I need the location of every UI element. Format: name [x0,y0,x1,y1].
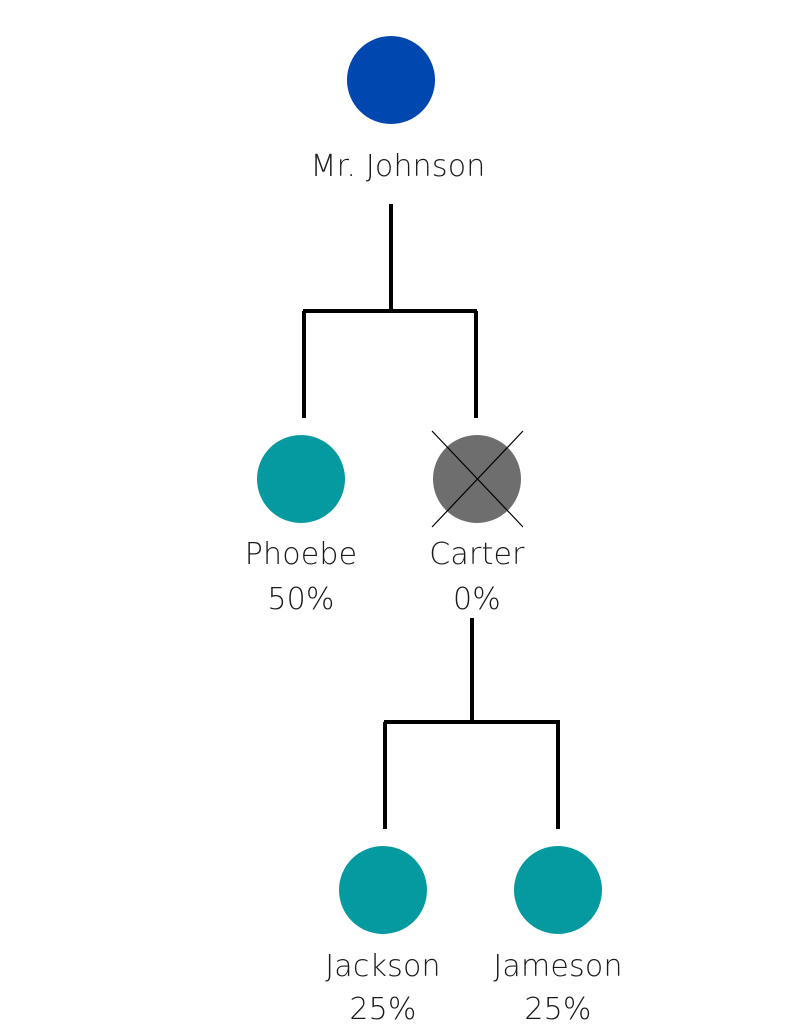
jackson-node [339,846,427,934]
carter-name-label: Carter [429,537,525,572]
jackson-name-label: Jackson [325,949,441,984]
jameson-name-label: Jameson [493,949,623,984]
root-name-label: Mr. Johnson [310,149,486,184]
carter-connectors [383,618,560,829]
phoebe-node [257,435,345,523]
phoebe-share-label: 50% [267,582,335,617]
deceased-cross-icon [431,430,524,528]
jameson-node [514,846,602,934]
root-connectors [302,204,478,418]
carter-share-label: 0% [453,582,501,617]
phoebe-name-label: Phoebe [244,537,358,572]
jackson-share-label: 25% [349,992,417,1027]
root-node [347,36,435,124]
jameson-share-label: 25% [524,992,592,1027]
